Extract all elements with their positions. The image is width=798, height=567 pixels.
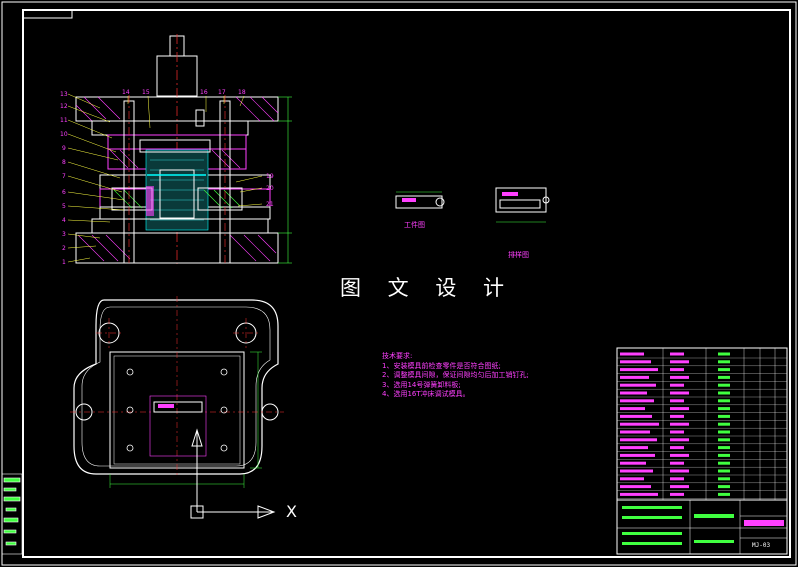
notes-title: 技术要求: <box>382 352 413 360</box>
parts-row-name <box>670 453 689 457</box>
parts-row-code <box>620 399 654 403</box>
parts-row-material <box>718 407 730 411</box>
svg-text:21: 21 <box>266 201 274 208</box>
parts-row-material <box>718 399 730 403</box>
svg-text:13: 13 <box>60 91 68 98</box>
parts-row-code <box>620 461 646 465</box>
parts-row-material <box>718 391 730 395</box>
watermark: 图 文 设 计 <box>340 276 515 300</box>
parts-row-code <box>620 438 657 442</box>
svg-text:11: 11 <box>60 117 68 124</box>
svg-text:14: 14 <box>122 89 130 96</box>
svg-text:16: 16 <box>200 89 208 96</box>
parts-row-name <box>670 446 684 450</box>
parts-row-material <box>718 414 730 418</box>
parts-row-code <box>620 477 644 481</box>
x-axis-label: X <box>286 502 297 521</box>
parts-row-code <box>620 360 651 364</box>
parts-row-name <box>670 438 689 442</box>
parts-row-name <box>670 477 684 481</box>
svg-text:17: 17 <box>218 89 226 96</box>
title-block <box>616 499 788 555</box>
parts-row-material <box>718 485 730 489</box>
parts-row-material <box>718 368 730 372</box>
svg-text:1: 1 <box>62 259 66 266</box>
parts-row-code <box>620 383 656 387</box>
svg-text:3: 3 <box>62 231 66 238</box>
plan-view <box>70 296 284 519</box>
drawing-number: MJ-03 <box>752 542 771 549</box>
svg-text:19: 19 <box>266 173 274 180</box>
layout-caption: 排样图 <box>508 251 529 259</box>
svg-text:8: 8 <box>62 159 66 166</box>
parts-row-material <box>718 360 730 364</box>
parts-row-code <box>620 446 648 450</box>
workpiece-detail <box>395 191 445 209</box>
parts-row-material <box>718 461 730 465</box>
parts-row-name <box>670 461 684 465</box>
notes-item: 2、调整模具间隙，保证间隙均匀后加工销钉孔; <box>382 371 529 379</box>
parts-row-material <box>718 430 730 434</box>
svg-text:12: 12 <box>60 103 68 110</box>
parts-row-code <box>620 492 658 496</box>
notes-item: 3、选用14号弹簧卸料板; <box>382 380 461 389</box>
parts-row-material <box>718 375 730 379</box>
parts-row-material <box>718 383 730 387</box>
parts-row-name <box>670 407 689 411</box>
parts-row-name <box>670 375 689 379</box>
parts-row-code <box>620 407 645 411</box>
notes-item: 1、安装模具前检查零件是否符合图纸; <box>382 361 501 370</box>
parts-row-material <box>718 477 730 481</box>
parts-row-material <box>718 453 730 457</box>
parts-row-code <box>620 352 644 356</box>
parts-row-code <box>620 485 651 489</box>
parts-row-code <box>620 469 653 473</box>
technical-requirements: 技术要求: 1、安装模具前检查零件是否符合图纸; 2、调整模具间隙，保证间隙均匀… <box>382 352 529 400</box>
parts-row-code <box>620 430 650 434</box>
parts-row-code <box>620 414 652 418</box>
svg-text:15: 15 <box>142 89 150 96</box>
parts-row-name <box>670 360 689 364</box>
parts-row-code <box>620 375 649 379</box>
svg-text:5: 5 <box>62 203 66 210</box>
svg-text:10: 10 <box>60 131 68 138</box>
svg-text:7: 7 <box>62 173 66 180</box>
parts-row-material <box>718 422 730 426</box>
svg-text:6: 6 <box>62 189 66 196</box>
svg-text:20: 20 <box>266 185 274 192</box>
parts-row-code <box>620 453 655 457</box>
parts-row-material <box>718 492 730 496</box>
svg-text:9: 9 <box>62 145 66 152</box>
parts-row-name <box>670 469 689 473</box>
parts-row-name <box>670 492 684 496</box>
parts-row-code <box>620 422 659 426</box>
workpiece-caption: 工件图 <box>404 221 425 229</box>
parts-row-name <box>670 422 689 426</box>
strip-layout-detail <box>495 187 550 223</box>
parts-row-material <box>718 446 730 450</box>
svg-text:2: 2 <box>62 245 66 252</box>
parts-row-material <box>718 352 730 356</box>
parts-row-code <box>620 391 647 395</box>
parts-row-code <box>620 368 658 372</box>
parts-row-material <box>718 469 730 473</box>
parts-row-name <box>670 368 684 372</box>
parts-row-name <box>670 352 684 356</box>
parts-row-name <box>670 414 684 418</box>
svg-text:4: 4 <box>62 217 66 224</box>
parts-row-name <box>670 383 684 387</box>
parts-row-name <box>670 391 689 395</box>
svg-text:18: 18 <box>238 89 246 96</box>
parts-row-name <box>670 399 684 403</box>
parts-row-material <box>718 438 730 442</box>
left-strip-table <box>1 473 23 555</box>
section-view: 13 12 11 10 9 8 7 6 5 4 3 2 1 14 15 16 17 18 19 20 21 <box>60 34 292 266</box>
parts-row-name <box>670 430 684 434</box>
notes-item: 4、选用16T冲床调试模具。 <box>382 390 470 398</box>
parts-list <box>616 347 788 501</box>
parts-row-name <box>670 485 689 489</box>
